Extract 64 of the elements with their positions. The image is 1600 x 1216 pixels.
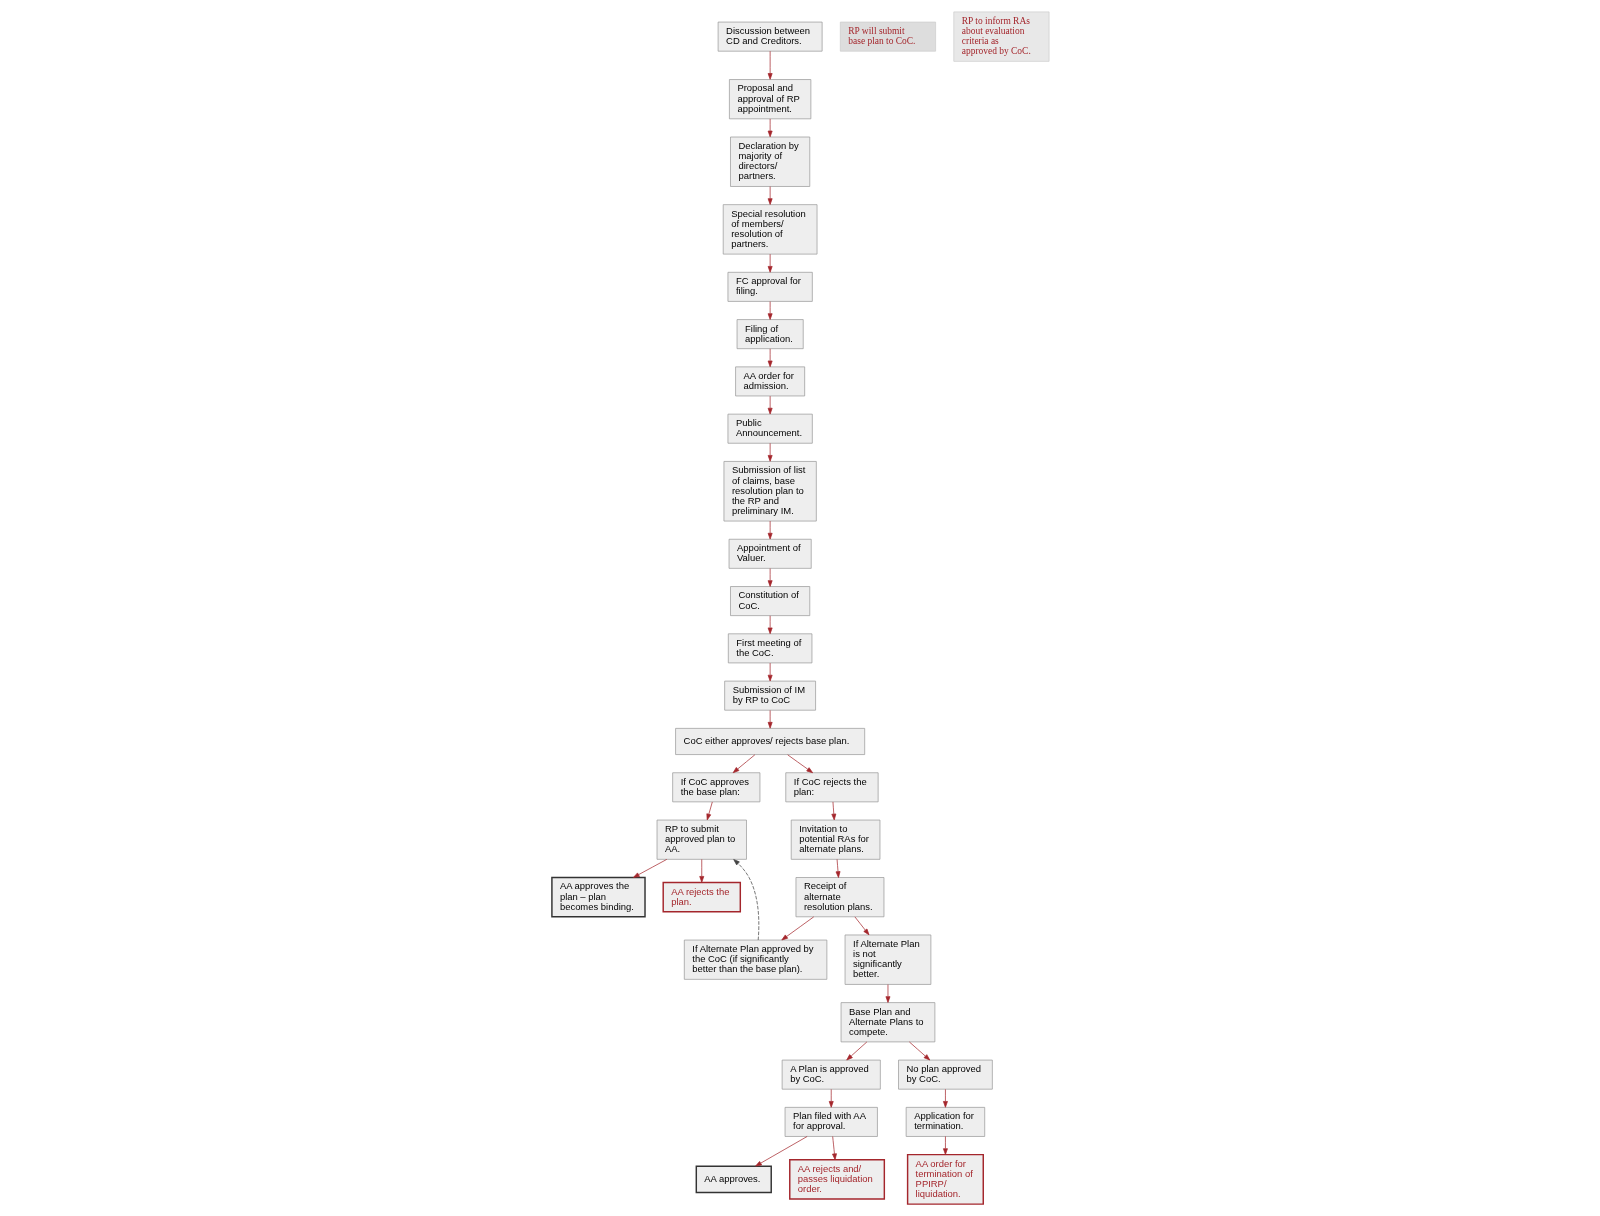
arrow (828, 1089, 834, 1108)
node-box: Application for termination. (905, 1107, 985, 1137)
arrow (786, 754, 813, 774)
node-box: Constitution of CoC. (729, 586, 810, 616)
arrow (632, 859, 667, 878)
node-box: AA rejects the plan. (661, 881, 741, 913)
arrow (698, 859, 704, 883)
arrow (767, 186, 773, 205)
arrow (942, 1136, 948, 1155)
arrow (767, 348, 773, 368)
node-box: FC approval for filing. (727, 271, 813, 302)
node-box: Discussion between CD and Creditors. (717, 21, 822, 52)
node-box: If Alternate Plan approved by the CoC (if significantly better than the base plan). (683, 939, 827, 980)
node-box: Plan filed with AA for approval. (784, 1107, 878, 1137)
arrow (908, 1041, 930, 1061)
arrow (767, 520, 773, 540)
node-box: AA order for termination of PPIRP/ liquidation. (906, 1153, 984, 1205)
node-box: Submission of list of claims, base resolution plan to the RP and preliminary IM. (723, 461, 817, 522)
node-box: If CoC approves the base plan: (671, 772, 760, 803)
node-box: Appointment of Valuer. (728, 538, 812, 569)
node-box: RP will submit base plan to CoC. (839, 21, 936, 52)
node-box: AA rejects and/ passes liquidation order. (788, 1159, 885, 1200)
arrow (767, 615, 773, 635)
arrow (767, 442, 773, 462)
arrow (767, 395, 773, 415)
arrow (885, 984, 890, 1003)
arrow (754, 1136, 807, 1167)
arrow (854, 916, 869, 936)
node-box: CoC either approves/ rejects base plan. (674, 728, 865, 755)
arrow (767, 50, 773, 80)
arrow (767, 301, 773, 320)
node-box: Public Announcement. (727, 413, 813, 444)
arrow (780, 916, 814, 941)
node-box: First meeting of the CoC. (727, 633, 812, 664)
node-box: AA approves the plan – plan becomes binding. (550, 876, 646, 918)
arrow (767, 710, 773, 729)
node-box: AA order for admission. (734, 366, 805, 397)
node-box: A Plan is approved by CoC. (781, 1059, 881, 1090)
arrow (732, 859, 759, 941)
arrow (767, 118, 773, 138)
arrow (767, 253, 773, 273)
arrow (767, 568, 773, 587)
node-box: Receipt of alternate resolution plans. (795, 877, 884, 918)
node-box: If CoC rejects the plan: (784, 772, 878, 803)
arrow (767, 662, 773, 682)
node-box: No plan approved by CoC. (897, 1059, 993, 1090)
arrow (942, 1089, 948, 1108)
arrow (732, 754, 755, 774)
arrow (705, 801, 713, 821)
arrow (830, 801, 836, 821)
arrow (831, 1136, 837, 1161)
node-box: Submission of IM by RP to CoC (723, 680, 816, 711)
node-box: Declaration by majority of directors/ partners. (729, 136, 810, 187)
node-box: Base Plan and Alternate Plans to compete. (840, 1002, 935, 1043)
node-box: Invitation to potential RAs for alternate plans. (790, 819, 880, 860)
arrow (835, 859, 840, 878)
node-box: AA approves. (695, 1165, 772, 1194)
node-box: RP to submit approved plan to AA. (656, 819, 747, 860)
node-box: Special resolution of members/ resolution of partners. (722, 204, 817, 255)
node-box: Proposal and approval of RP appointment. (728, 79, 811, 120)
node-box: RP to inform RAs about evaluation criteria as approved by CoC. (952, 11, 1049, 62)
node-box: If Alternate Plan is not significantly better. (844, 934, 931, 985)
arrow (845, 1041, 867, 1061)
node-box: Filing of application. (736, 319, 804, 350)
